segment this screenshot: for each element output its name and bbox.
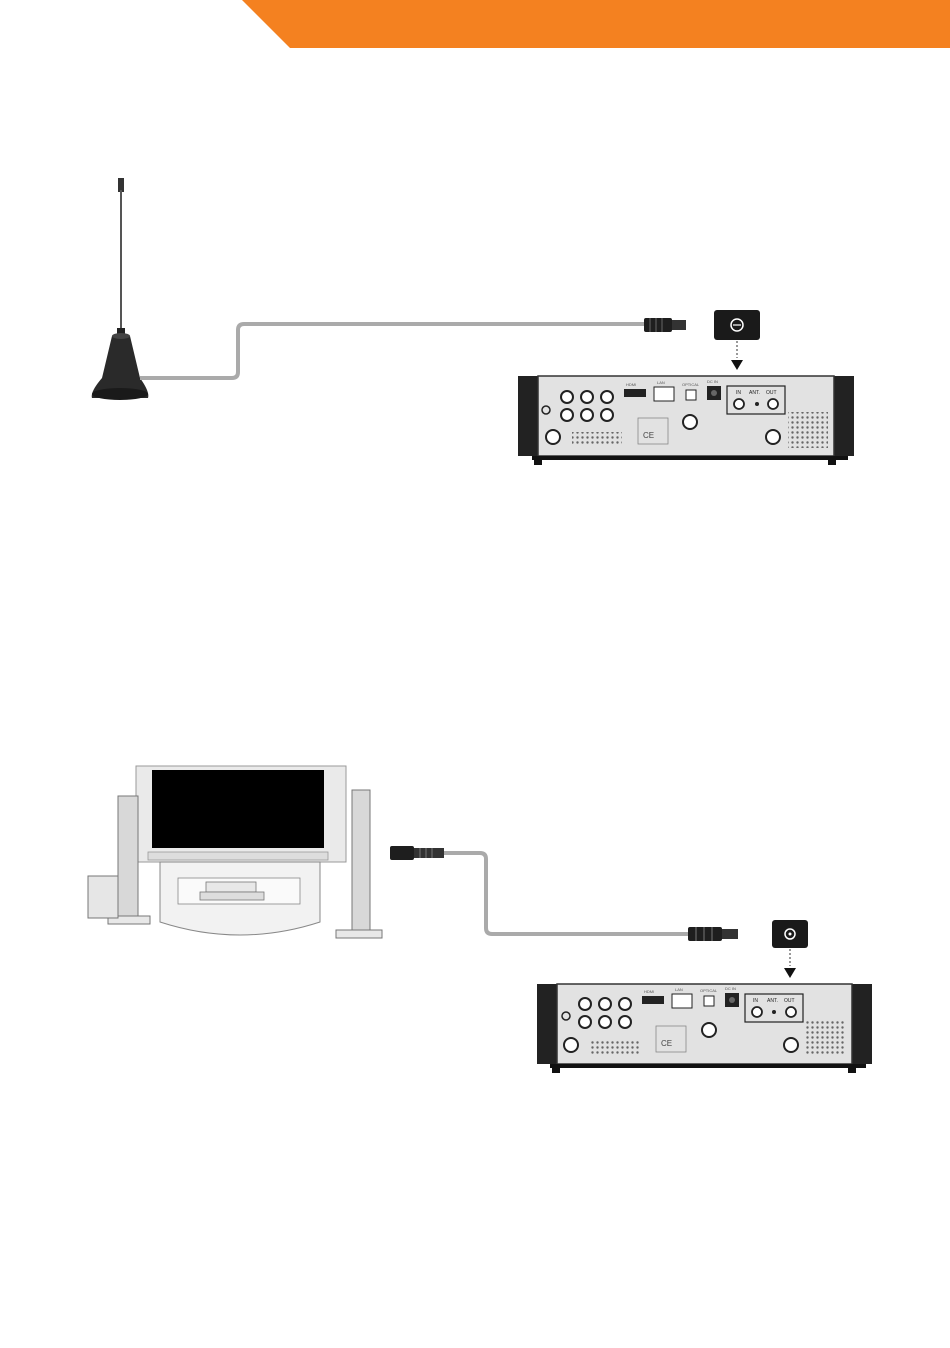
header-accent-shape [242, 0, 950, 48]
port-label-in: IN [736, 390, 741, 396]
port-label-in: IN [753, 998, 758, 1004]
svg-text:CE: CE [661, 1039, 672, 1048]
port-label-optical: OPTICAL [700, 988, 718, 993]
port-label-lan: LAN [657, 380, 665, 385]
home-theater-tv-icon [88, 766, 382, 938]
port-label-out: OUT [766, 390, 777, 396]
port-label-optical: OPTICAL [682, 382, 700, 387]
antenna-socket-icon [772, 920, 808, 948]
pointer-arrow [731, 360, 743, 370]
port-label-lan: LAN [675, 987, 683, 992]
svg-text:CE: CE [643, 431, 654, 440]
coax-connector-icon [688, 927, 738, 941]
media-player-device-icon: HDMI LAN OPTICAL DC IN IN ANT. OUT CE [537, 984, 872, 1073]
coax-cable [444, 853, 690, 934]
port-label-hdmi: HDMI [644, 989, 654, 994]
tv-connection-figure: HDMI LAN OPTICAL DC IN IN ANT. OUT CE [0, 755, 950, 1075]
port-label-dc-in: DC IN [725, 986, 736, 991]
pointer-arrow [784, 968, 796, 978]
port-label-dc-in: DC IN [707, 379, 718, 384]
media-player-device-icon: HDMI LAN OPTICAL DC IN IN ANT. OUT CE [518, 376, 854, 465]
header-banner [0, 0, 950, 50]
port-label-ant: ANT. [767, 998, 778, 1004]
port-label-ant: ANT. [749, 390, 760, 396]
port-label-out: OUT [784, 998, 795, 1004]
coax-cable [140, 324, 646, 378]
antenna-socket-icon [714, 310, 760, 340]
antenna-connection-figure: HDMI LAN OPTICAL DC IN IN ANT. OUT CE [0, 160, 950, 480]
coax-connector-icon [390, 846, 444, 860]
antenna-icon [92, 178, 149, 400]
coax-connector-icon [644, 318, 686, 332]
port-label-hdmi: HDMI [626, 382, 636, 387]
